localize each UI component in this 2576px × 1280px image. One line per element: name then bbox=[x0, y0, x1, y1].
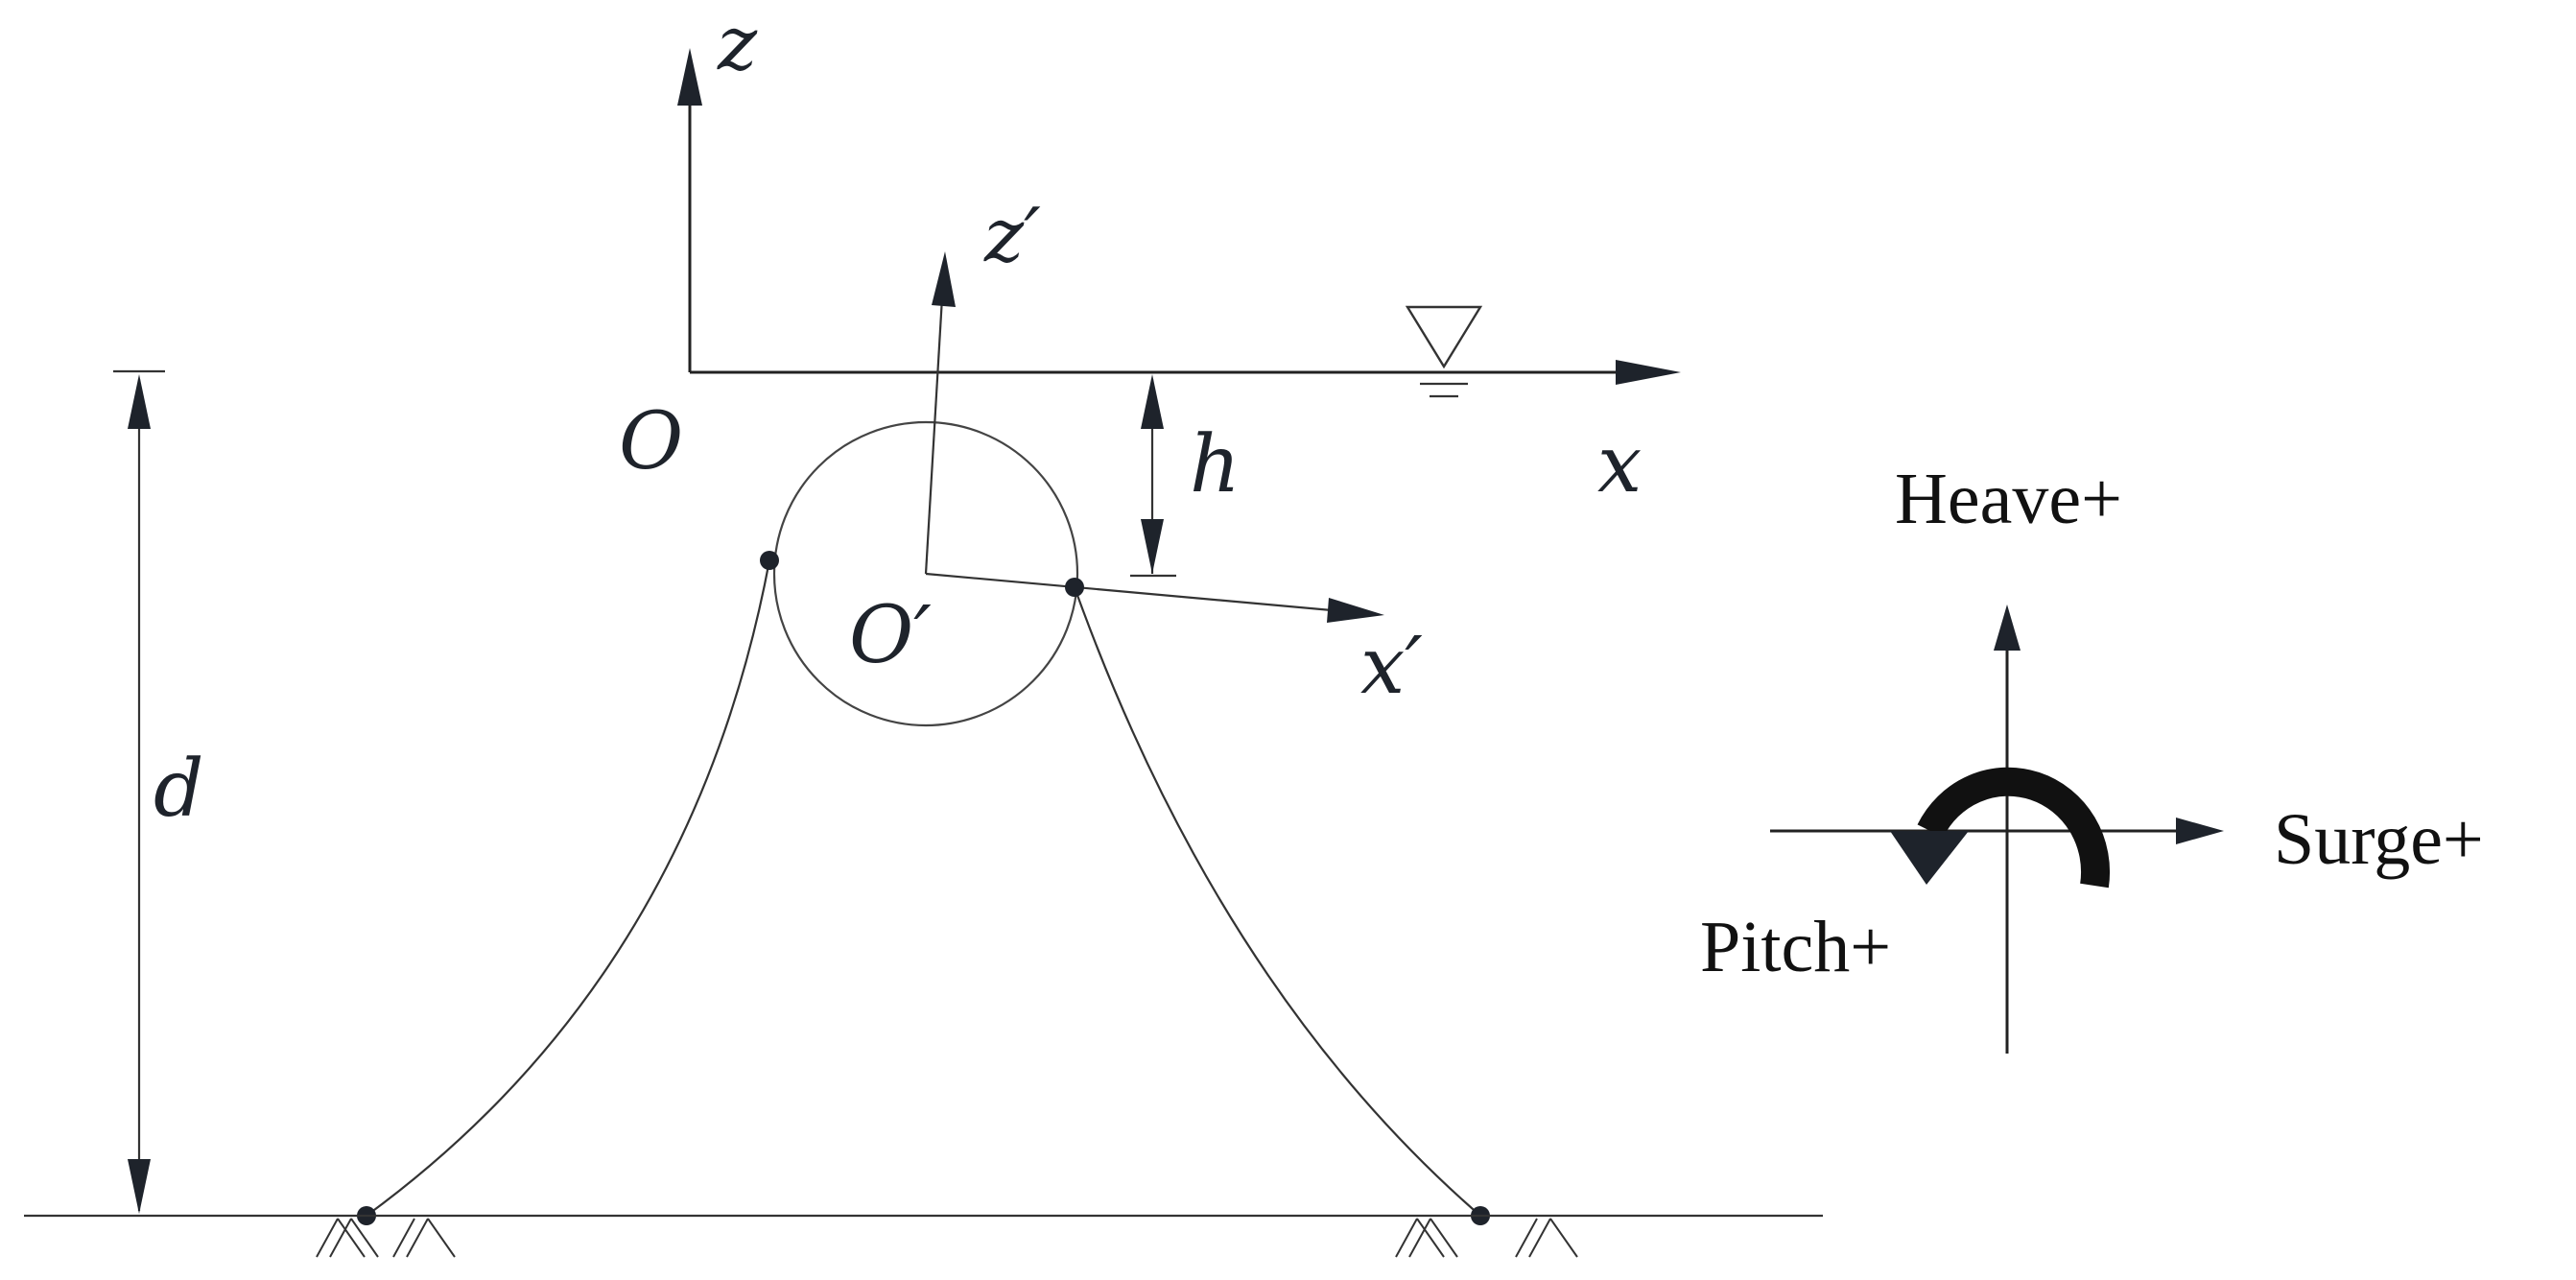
global-x-label: x bbox=[1597, 419, 1642, 510]
mooring-line-left bbox=[366, 559, 771, 1217]
local-z-label: z′ bbox=[983, 193, 1041, 279]
pitch-arrowhead bbox=[1890, 831, 1969, 885]
pitch-arc bbox=[1917, 767, 2111, 889]
surge-arrowhead bbox=[2176, 818, 2224, 844]
ground-hatch-icon bbox=[1395, 1218, 1578, 1258]
motion-convention bbox=[1770, 604, 2224, 1054]
mooring-line-right bbox=[1073, 586, 1481, 1217]
depth-dimension bbox=[113, 369, 165, 1214]
local-x-label: x′ bbox=[1360, 621, 1423, 712]
local-x-arrowhead bbox=[1327, 598, 1384, 623]
surge-label: Surge+ bbox=[2274, 799, 2484, 880]
water-level-triangle-icon bbox=[1405, 305, 1483, 398]
submergence-label: h bbox=[1190, 419, 1241, 510]
local-z-arrowhead bbox=[932, 251, 956, 307]
global-z-axis bbox=[677, 48, 702, 372]
heave-label: Heave+ bbox=[1895, 459, 2122, 539]
ground-hatch-icon bbox=[316, 1218, 456, 1258]
local-x-axis bbox=[925, 572, 1384, 623]
global-x-axis bbox=[690, 360, 1681, 385]
fairlead-left bbox=[760, 551, 779, 570]
global-origin-label: O bbox=[619, 396, 683, 487]
submergence-dimension bbox=[1130, 374, 1176, 578]
fairlead-right bbox=[1065, 578, 1084, 597]
local-z-axis bbox=[924, 251, 956, 575]
floating-cylinder bbox=[772, 420, 1079, 727]
depth-label: d bbox=[154, 744, 204, 835]
z-axis-arrowhead bbox=[677, 48, 702, 106]
heave-arrowhead bbox=[1994, 604, 2021, 651]
x-axis-arrowhead bbox=[1616, 360, 1681, 385]
local-origin-label: O′ bbox=[849, 590, 932, 681]
pitch-label: Pitch+ bbox=[1700, 907, 1891, 987]
global-z-label: z bbox=[717, 1, 758, 87]
